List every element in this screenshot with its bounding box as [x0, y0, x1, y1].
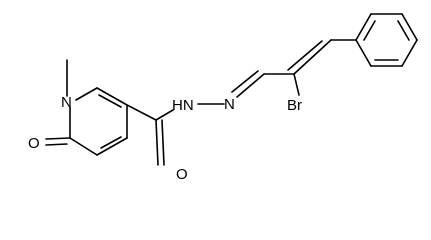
- atom-label-o-ring: O: [28, 135, 40, 152]
- hydrazone-linkage: [197, 70, 295, 105]
- atom-label-nh: HN: [172, 97, 194, 114]
- bond-c5-camide: [126, 104, 157, 121]
- bond-ph4-ph5: [401, 39, 418, 67]
- bond-c3-c4-double: [100, 136, 122, 149]
- bond-camide-o: [155, 119, 159, 166]
- bond-camide-o-double: [161, 119, 165, 166]
- bond-n-ch: [236, 73, 265, 98]
- bond-camide-nh: [155, 109, 174, 121]
- pyridinone-ring: [69, 87, 128, 156]
- bond-ph6-ph1: [355, 39, 372, 67]
- ring-carbonyl: [45, 137, 71, 146]
- bond-c3-c4: [96, 137, 128, 156]
- bond-ph3-ph4: [401, 13, 418, 41]
- bond-c2-c3: [69, 137, 98, 156]
- bond-cbr-ch: [293, 39, 332, 75]
- amide-group: [126, 104, 174, 166]
- bond-ph1-ph2-double: [363, 20, 376, 41]
- atom-label-n-imine: N: [224, 96, 235, 113]
- bond-ph1-ph2: [355, 13, 372, 41]
- bond-ph3-ph4-double: [397, 20, 410, 41]
- atom-label-n-ring: N: [61, 94, 72, 111]
- chemical-structure-diagram: N O O HN N Br: [28, 13, 418, 183]
- atom-label-br: Br: [287, 97, 302, 114]
- bond-c5-c6-double: [98, 94, 122, 108]
- bond-c2-o: [45, 137, 71, 140]
- bond-n-ch-double: [231, 70, 259, 93]
- bond-c6-n1: [75, 87, 98, 101]
- bond-c2-o-double: [45, 143, 68, 146]
- bond-c5-c6: [96, 87, 128, 106]
- bond-cbr-ch-double: [287, 40, 323, 71]
- bond-cbr-br: [293, 73, 300, 96]
- atom-label-o-amide: O: [176, 166, 188, 183]
- bromovinyl-group: [287, 39, 357, 96]
- phenyl-ring: [355, 13, 418, 67]
